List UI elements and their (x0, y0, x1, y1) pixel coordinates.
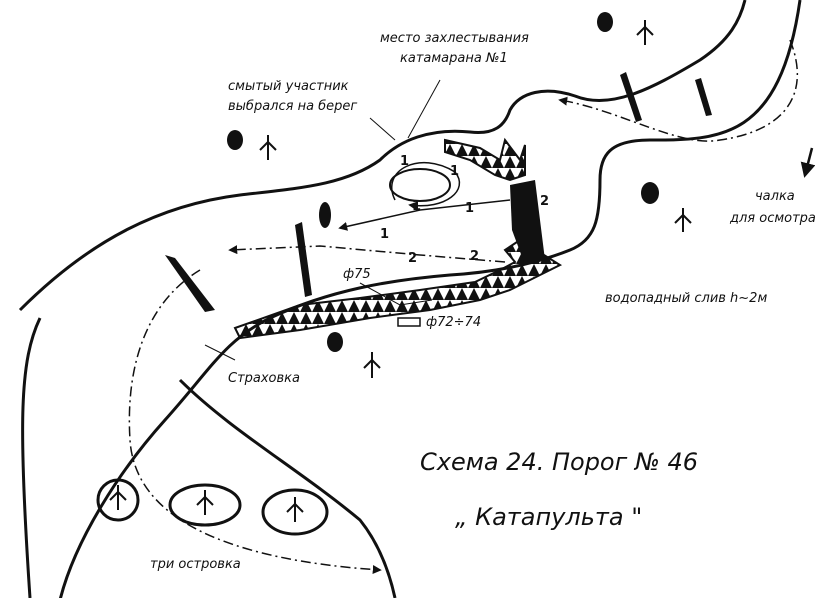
leader-catamaran (407, 79, 441, 139)
river-bank-upper (18, 0, 747, 312)
tree-icon (109, 20, 692, 522)
whirlpool-loop (391, 161, 461, 211)
rock-bar-left (165, 255, 215, 312)
rock-upper-a (620, 72, 642, 122)
route-upper (558, 39, 798, 142)
route-2-label: 2 (470, 249, 479, 264)
rock-bar-mid (295, 222, 312, 297)
label-inspection-1: чалка (755, 189, 795, 204)
label-washed-2: выбрался на берег (228, 99, 357, 114)
leader-safety (204, 344, 236, 361)
label-islands: три островка (150, 557, 241, 572)
marker-stone (397, 317, 421, 327)
rock-small (319, 202, 331, 228)
route-2 (228, 245, 506, 263)
label-catamaran-1: место захлестывания (380, 31, 529, 46)
label-inspection-2: для осмотра (729, 211, 816, 226)
route-1-label: 1 (380, 227, 389, 242)
river-bank-outer (178, 378, 397, 598)
label-waterfall: водопадный слив h~2м (605, 291, 767, 306)
label-catamaran-2: катамарана №1 (400, 51, 508, 66)
label-diam-1: ф75 (343, 267, 371, 282)
island-3 (261, 488, 329, 536)
route-1-label: 1 (465, 201, 474, 216)
rock-upper-b (695, 78, 712, 116)
route-2-label: 2 (540, 194, 549, 209)
rocky-shore-upper (444, 137, 526, 182)
route-down (128, 269, 382, 575)
island-1 (96, 478, 140, 522)
scheme-title: Схема 24. Порог № 46 (420, 448, 698, 476)
rock-wall (510, 180, 545, 265)
island-2 (168, 483, 242, 527)
route-1 (338, 199, 511, 231)
leader-diam (359, 282, 433, 306)
label-safety: Страховка (228, 371, 300, 386)
river-bank-lower (58, 0, 802, 598)
scheme-name: „ Катапульта " (455, 503, 642, 531)
route-2-label: 2 (408, 251, 417, 266)
route-1-label: 1 (450, 164, 459, 179)
label-diam-2: ф72÷74 (426, 315, 481, 330)
river-bank-left (21, 317, 42, 598)
whirlpool (389, 168, 451, 202)
deciduous-tree-icon (227, 12, 659, 352)
label-washed-1: смытый участник (228, 79, 349, 94)
leader-washed (369, 117, 396, 141)
route-1-label: 1 (400, 154, 409, 169)
route-inspection (800, 147, 816, 178)
route-1-label: 1 (412, 199, 421, 214)
